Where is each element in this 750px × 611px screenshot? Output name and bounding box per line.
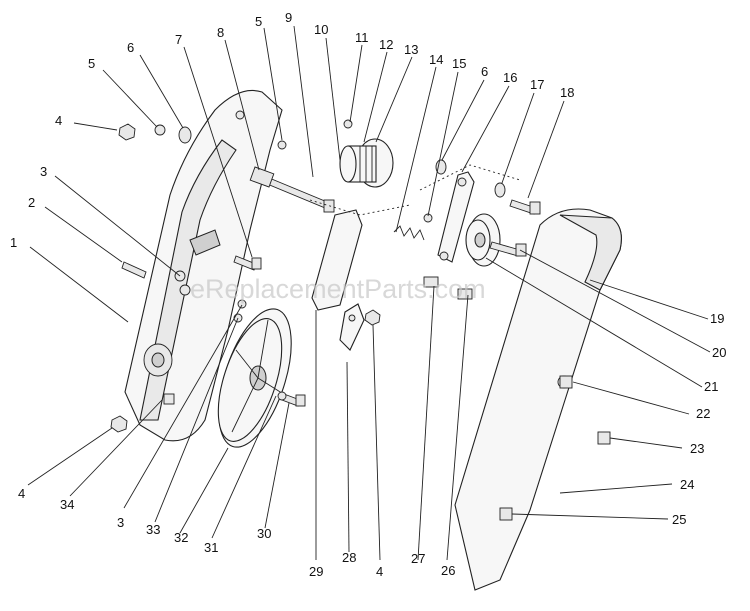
bracket-part [311, 209, 363, 311]
large-pulley-part [217, 308, 292, 448]
callout-13: 13 [404, 42, 418, 57]
bolt-hardware [110, 119, 611, 521]
callout-24: 24 [680, 477, 694, 492]
callout-18: 18 [560, 85, 574, 100]
spring-part [393, 225, 425, 241]
callout-34: 34 [60, 497, 74, 512]
callout-3: 3 [40, 164, 47, 179]
callout-10: 10 [314, 22, 328, 37]
small-bracket-part [339, 303, 365, 351]
watermark-text: eReplacementParts.com [190, 274, 486, 304]
spacer-part [423, 276, 439, 288]
callout-33: 33 [146, 522, 160, 537]
callout-4b: 4 [376, 564, 383, 579]
callout-16: 16 [503, 70, 517, 85]
callout-23: 23 [690, 441, 704, 456]
callout-3b: 3 [117, 515, 124, 530]
callout-8: 8 [217, 25, 224, 40]
leader-lines [27, 25, 711, 561]
callout-20: 20 [712, 345, 726, 360]
callout-21: 21 [704, 379, 718, 394]
callout-6b: 6 [481, 64, 488, 79]
callout-29: 29 [309, 564, 323, 579]
left-housing-part [124, 89, 283, 442]
right-cover-part [454, 208, 622, 591]
callout-7: 7 [175, 32, 182, 47]
callout-26: 26 [441, 563, 455, 578]
callout-4: 4 [55, 113, 62, 128]
callout-22: 22 [696, 406, 710, 421]
callout-9: 9 [285, 10, 292, 25]
callout-31: 31 [204, 540, 218, 555]
callout-30: 30 [257, 526, 271, 541]
callout-25: 25 [672, 512, 686, 527]
clutch-part [339, 138, 394, 188]
callout-6: 6 [127, 40, 134, 55]
callout-5: 5 [88, 56, 95, 71]
callout-1: 1 [10, 235, 17, 250]
callout-5b: 5 [255, 14, 262, 29]
callout-4c: 4 [18, 486, 25, 501]
callout-27: 27 [411, 551, 425, 566]
idler-pulley-part [465, 213, 501, 267]
callout-15: 15 [452, 56, 466, 71]
callout-28: 28 [342, 550, 356, 565]
callout-32: 32 [174, 530, 188, 545]
callout-11: 11 [355, 30, 369, 45]
bushing-part [457, 288, 473, 300]
callout-14: 14 [429, 52, 443, 67]
callout-17: 17 [530, 77, 544, 92]
callout-19: 19 [710, 311, 724, 326]
callout-12: 12 [379, 37, 393, 52]
callout-labels: 1 2 3 4 5 6 7 8 5 9 10 11 12 13 14 15 6 … [10, 10, 726, 579]
idler-arm-part [437, 171, 475, 263]
callout-2: 2 [28, 195, 35, 210]
